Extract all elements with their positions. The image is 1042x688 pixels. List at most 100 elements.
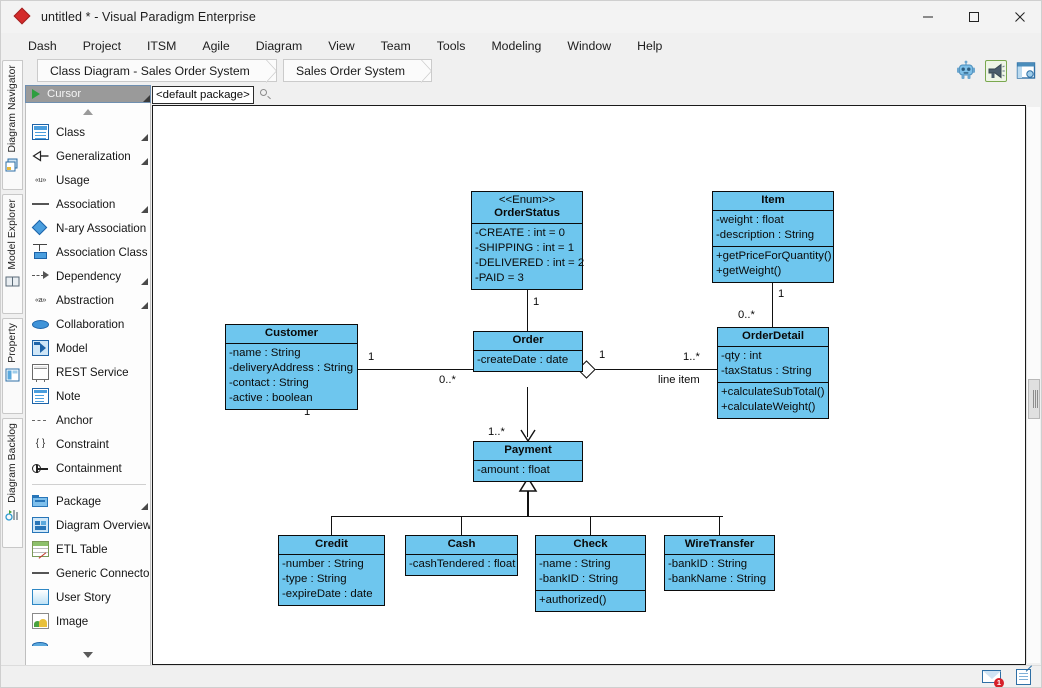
menu-view[interactable]: View (328, 38, 355, 53)
uml-attribute: -SHIPPING : int = 1 (475, 242, 575, 254)
uml-class-credit-name: Credit (315, 538, 348, 550)
connector-generalization-bus[interactable] (331, 516, 723, 518)
menu-agile[interactable]: Agile (202, 38, 230, 53)
toolbox-item-rest-service[interactable]: REST Service (26, 360, 150, 384)
vertical-scrollbar-thumb[interactable] (1028, 379, 1040, 419)
collaboration-icon (32, 637, 49, 646)
uml-attribute: -name : String (229, 347, 301, 359)
message-envelope-icon[interactable]: 1 (981, 667, 1004, 687)
toolbox-item-note[interactable]: Note (26, 384, 150, 408)
diagram-canvas[interactable]: 1 1 0..* 1 0..* 1 1 1..* line item 1..* (152, 105, 1026, 665)
menu-tools[interactable]: Tools (436, 38, 466, 53)
uml-class-item-operations: +getPriceForQuantity() +getWeight() (713, 247, 833, 282)
connector-gen-wiretransfer[interactable] (719, 516, 721, 542)
submenu-corner-icon[interactable] (141, 134, 148, 141)
uml-class-cash-name: Cash (447, 538, 476, 550)
toolbox-item-usage[interactable]: «u» Usage (26, 168, 150, 192)
breadcrumb-item-class-diagram[interactable]: Class Diagram - Sales Order System (37, 59, 277, 83)
connector-gen-check[interactable] (590, 516, 592, 542)
robot-assistant-icon[interactable] (955, 60, 977, 82)
constraint-icon: { } (35, 438, 46, 449)
toolbox-item-model[interactable]: Model (26, 336, 150, 360)
sidebar-tab-diagram-backlog-label: Diagram Backlog (7, 423, 18, 503)
search-icon[interactable] (258, 87, 274, 103)
image-icon (32, 613, 49, 629)
multiplicity-payment-top: 1..* (488, 426, 505, 438)
uml-operation: +getPriceForQuantity() (716, 250, 832, 262)
menu-modeling[interactable]: Modeling (491, 38, 542, 53)
uml-class-customer-name: Customer (264, 327, 319, 339)
uml-class-credit[interactable]: Credit -number : String -type : String -… (278, 535, 385, 606)
submenu-corner-icon[interactable] (141, 278, 148, 285)
menu-project[interactable]: Project (82, 38, 121, 53)
connector-order-payment[interactable] (527, 387, 529, 437)
toolbox-item-containment[interactable]: Containment (26, 456, 150, 480)
submenu-corner-icon[interactable] (141, 503, 148, 510)
uml-class-payment[interactable]: Payment -amount : float (473, 441, 583, 482)
menu-dash[interactable]: Dash (28, 38, 57, 53)
toolbox-item-abstraction[interactable]: «a» Abstraction (26, 288, 150, 312)
close-button[interactable] (997, 1, 1041, 33)
connector-payment-generalization-stem[interactable] (527, 490, 529, 517)
megaphone-announcement-icon[interactable] (985, 60, 1007, 82)
sidebar-tab-diagram-backlog[interactable]: Diagram Backlog (2, 418, 23, 548)
menu-team[interactable]: Team (380, 38, 411, 53)
toolbox-item-partial[interactable] (26, 633, 150, 646)
uml-class-orderdetail[interactable]: OrderDetail -qty : int -taxStatus : Stri… (717, 327, 829, 419)
package-chip[interactable]: <default package> (152, 86, 254, 104)
uml-class-cash[interactable]: Cash -cashTendered : float (405, 535, 518, 576)
toolbox-item-image[interactable]: Image (26, 609, 150, 633)
toolbox-item-anchor[interactable]: Anchor (26, 408, 150, 432)
submenu-corner-icon[interactable] (141, 158, 148, 165)
uml-class-wiretransfer[interactable]: WireTransfer -bankID : String -bankName … (664, 535, 775, 591)
vertical-scrollbar[interactable] (1026, 107, 1040, 663)
maximize-button[interactable] (951, 1, 997, 33)
toolbox-item-user-story[interactable]: User Story (26, 585, 150, 609)
toolbox-item-generalization-label: Generalization (56, 149, 131, 163)
toolbox-item-collaboration[interactable]: Collaboration (26, 312, 150, 336)
uml-class-orderstatus[interactable]: <<Enum>> OrderStatus -CREATE : int = 0 -… (471, 191, 585, 290)
toolbox-item-dependency[interactable]: Dependency (26, 264, 150, 288)
toolbox-scroll-up[interactable] (26, 104, 150, 120)
association-icon (32, 196, 49, 212)
toolbox-item-generic-connector[interactable]: Generic Connector (26, 561, 150, 585)
toolbox-scroll-down[interactable] (26, 646, 150, 664)
sidebar-tab-model-explorer[interactable]: Model Explorer (2, 194, 23, 314)
menu-window[interactable]: Window (567, 38, 612, 53)
uml-class-customer[interactable]: Customer -name : String -deliveryAddress… (225, 324, 358, 410)
toolbox-item-class[interactable]: Class (26, 120, 150, 144)
status-bar-icons: 1 (981, 665, 1035, 687)
toolbox-item-association-class[interactable]: Association Class (26, 240, 150, 264)
menu-help[interactable]: Help (637, 38, 663, 53)
menu-diagram[interactable]: Diagram (255, 38, 303, 53)
toolbox-item-diagram-overview[interactable]: Diagram Overview (26, 513, 150, 537)
uml-class-item[interactable]: Item -weight : float -description : Stri… (712, 191, 834, 283)
uml-class-check[interactable]: Check -name : String -bankID : String +a… (535, 535, 646, 612)
toolbox-item-n-ary-association[interactable]: N-ary Association (26, 216, 150, 240)
connector-order-orderdetail[interactable] (583, 369, 717, 371)
breadcrumb-item-sales-order-system[interactable]: Sales Order System (283, 59, 433, 83)
menu-itsm[interactable]: ITSM (147, 38, 177, 53)
cursor-submenu-corner-icon[interactable] (143, 95, 150, 102)
uml-class-orderstatus-name: OrderStatus (494, 207, 560, 219)
toolbox-item-constraint[interactable]: { } Constraint (26, 432, 150, 456)
edit-note-icon[interactable] (1013, 665, 1035, 687)
submenu-corner-icon[interactable] (141, 302, 148, 309)
sidebar-tab-model-explorer-label: Model Explorer (7, 199, 18, 270)
submenu-corner-icon[interactable] (141, 206, 148, 213)
connector-gen-cash[interactable] (461, 516, 463, 542)
window-layout-icon[interactable] (1015, 60, 1037, 82)
sidebar-tab-property[interactable]: Property (2, 318, 23, 414)
uml-attribute: -DELIVERED : int = 2 (475, 257, 585, 269)
toolbox-cursor-tool[interactable]: Cursor (25, 85, 151, 103)
connector-gen-credit[interactable] (331, 516, 333, 542)
uml-class-order[interactable]: Order -createDate : date (473, 331, 583, 372)
multiplicity-customer-right: 1 (368, 351, 375, 363)
sidebar-tab-diagram-navigator[interactable]: Diagram Navigator (2, 60, 23, 190)
connector-customer-order[interactable] (358, 369, 474, 371)
toolbox-item-association[interactable]: Association (26, 192, 150, 216)
toolbox-item-etl-table[interactable]: ETL Table (26, 537, 150, 561)
minimize-button[interactable] (905, 1, 951, 33)
toolbox-item-generalization[interactable]: Generalization (26, 144, 150, 168)
toolbox-item-package[interactable]: Package (26, 489, 150, 513)
